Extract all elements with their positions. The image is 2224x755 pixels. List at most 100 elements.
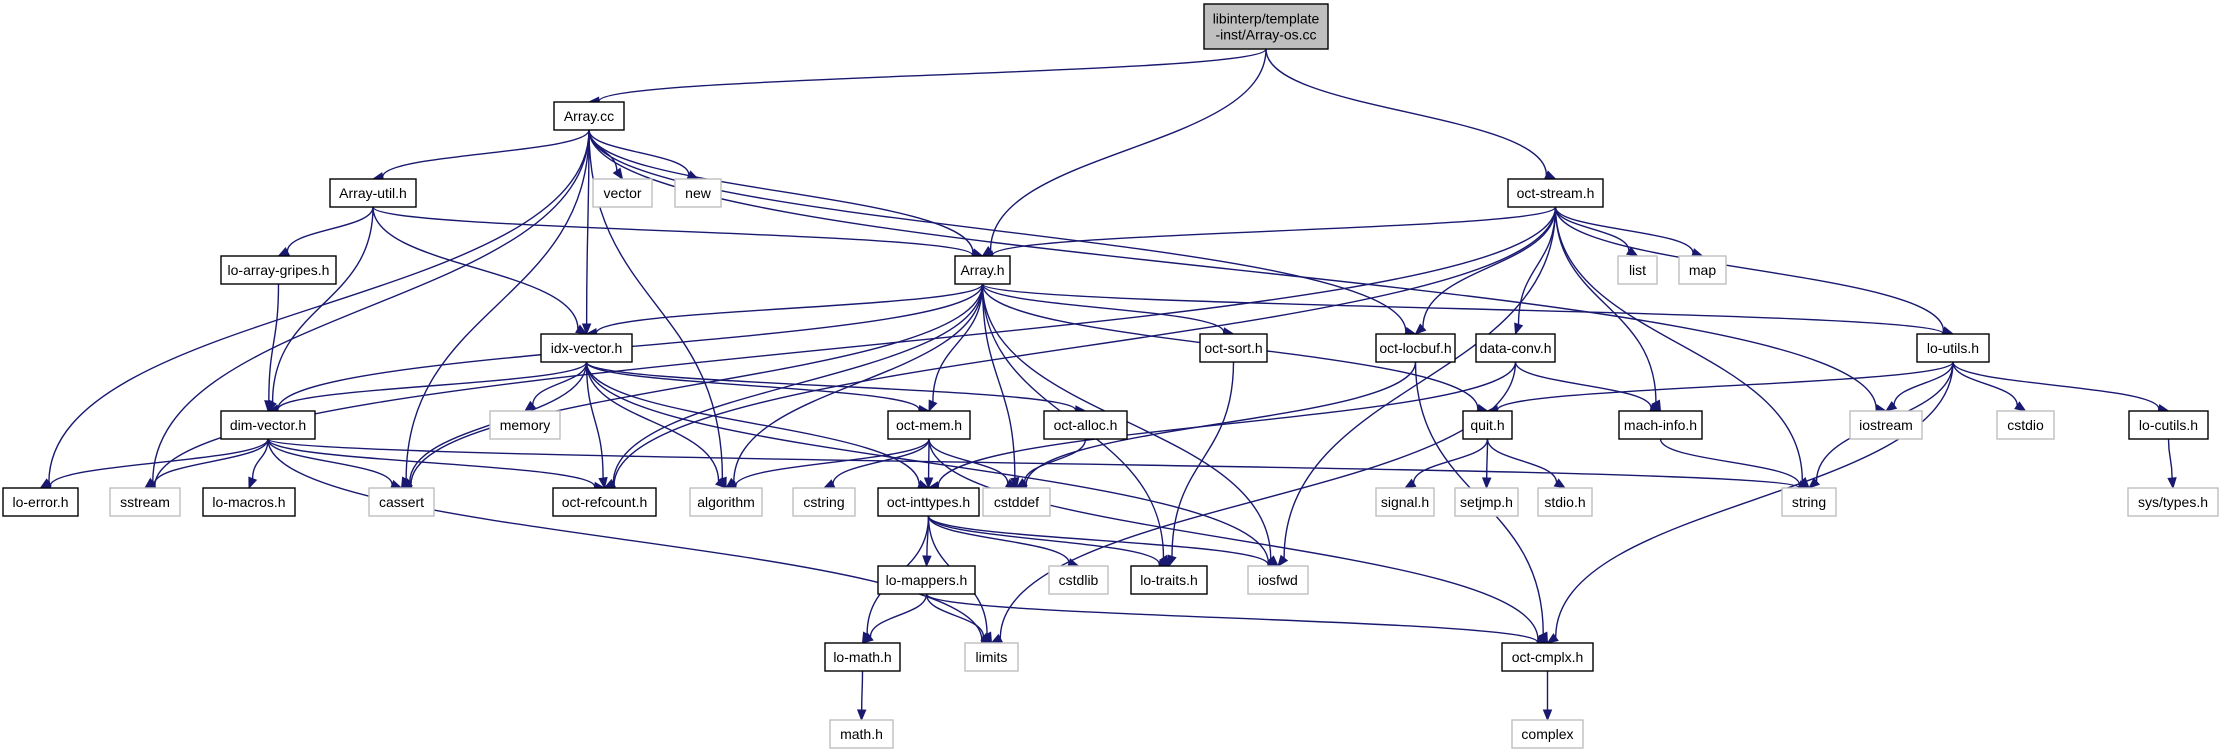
node-box[interactable] [220, 255, 337, 285]
node-box[interactable] [552, 487, 657, 517]
node-quit-h[interactable]: quit.h [1462, 410, 1513, 440]
node-cstdlib[interactable]: cstdlib [1048, 565, 1109, 595]
node-lo-macros-h[interactable]: lo-macros.h [202, 487, 296, 517]
node-box[interactable] [877, 565, 976, 595]
node-algorithm[interactable]: algorithm [689, 487, 763, 517]
node-box[interactable] [489, 410, 561, 440]
node-iosfwd[interactable]: iosfwd [1247, 565, 1309, 595]
node-box[interactable] [1507, 178, 1604, 208]
node-oct-cmplx-h[interactable]: oct-cmplx.h [1501, 642, 1594, 672]
edge-lo-math-h-to-math-h [861, 670, 864, 711]
node-box[interactable] [1199, 333, 1268, 363]
node-lo-math-h[interactable]: lo-math.h [824, 642, 901, 672]
node-box[interactable] [1501, 642, 1594, 672]
node-box[interactable] [1781, 487, 1837, 517]
edge-array-cc-to-sstream [152, 129, 590, 482]
node-box[interactable] [1130, 565, 1208, 595]
node-lo-error-h[interactable]: lo-error.h [2, 487, 79, 517]
node-signal-h[interactable]: signal.h [1375, 487, 1435, 517]
node-iostream[interactable]: iostream [1849, 410, 1923, 440]
node-map[interactable]: map [1678, 255, 1727, 285]
node-box[interactable] [1375, 487, 1435, 517]
node-box[interactable] [1454, 487, 1519, 517]
node-array-h[interactable]: Array.h [954, 255, 1011, 285]
node-complex[interactable]: complex [1511, 719, 1584, 749]
node-box[interactable] [1996, 410, 2055, 440]
node-box[interactable] [674, 178, 722, 208]
node-oct-mem-h[interactable]: oct-mem.h [887, 410, 971, 440]
node-setjmp-h[interactable]: setjmp.h [1454, 487, 1519, 517]
node-box[interactable] [1617, 255, 1658, 285]
node-oct-inttypes-h[interactable]: oct-inttypes.h [877, 487, 980, 517]
node-box[interactable] [1475, 333, 1556, 363]
node-box[interactable] [2, 487, 79, 517]
node-box[interactable] [1537, 487, 1593, 517]
node-new[interactable]: new [674, 178, 722, 208]
node-box[interactable] [1375, 333, 1456, 363]
node-box[interactable] [792, 487, 856, 517]
node-box[interactable] [964, 642, 1019, 672]
node-box[interactable] [1511, 719, 1584, 749]
node-list[interactable]: list [1617, 255, 1658, 285]
node-box[interactable] [982, 487, 1051, 517]
node-box[interactable] [1043, 410, 1128, 440]
node-box[interactable] [220, 410, 316, 440]
edge-dim-vector-h-to-cassert [267, 438, 393, 485]
node-idx-vector-h[interactable]: idx-vector.h [540, 333, 633, 363]
node-vector[interactable]: vector [592, 178, 653, 208]
node-cstddef[interactable]: cstddef [982, 487, 1051, 517]
node-limits[interactable]: limits [964, 642, 1019, 672]
node-oct-alloc-h[interactable]: oct-alloc.h [1043, 410, 1128, 440]
node-root[interactable]: libinterp/template-inst/Array-os.cc [1203, 3, 1329, 50]
node-box[interactable] [1618, 410, 1703, 440]
node-box[interactable] [553, 101, 625, 131]
node-box[interactable] [592, 178, 653, 208]
node-box[interactable] [689, 487, 763, 517]
node-box[interactable] [1247, 565, 1309, 595]
node-string[interactable]: string [1781, 487, 1837, 517]
node-box[interactable] [1048, 565, 1109, 595]
node-box[interactable] [1678, 255, 1727, 285]
node-oct-locbuf-h[interactable]: oct-locbuf.h [1375, 333, 1456, 363]
node-cstdio[interactable]: cstdio [1996, 410, 2055, 440]
node-sys-types-h[interactable]: sys/types.h [2127, 487, 2219, 517]
node-mach-info-h[interactable]: mach-info.h [1618, 410, 1703, 440]
node-oct-refcount-h[interactable]: oct-refcount.h [552, 487, 657, 517]
node-stdio-h[interactable]: stdio.h [1537, 487, 1593, 517]
node-box[interactable] [954, 255, 1011, 285]
edge-array-h-to-lo-utils-h [981, 283, 1944, 335]
node-lo-traits-h[interactable]: lo-traits.h [1130, 565, 1208, 595]
node-dim-vector-h[interactable]: dim-vector.h [220, 410, 316, 440]
node-box[interactable] [1849, 410, 1923, 440]
node-box[interactable] [1916, 333, 1990, 363]
node-box[interactable] [877, 487, 980, 517]
node-box[interactable] [1462, 410, 1513, 440]
node-cstring[interactable]: cstring [792, 487, 856, 517]
node-lo-array-gripes-h[interactable]: lo-array-gripes.h [220, 255, 337, 285]
node-box[interactable] [109, 487, 181, 517]
node-box[interactable] [2127, 487, 2219, 517]
node-box[interactable] [829, 719, 894, 749]
node-box[interactable] [368, 487, 435, 517]
node-box[interactable] [329, 178, 417, 208]
node-data-conv-h[interactable]: data-conv.h [1475, 333, 1556, 363]
node-box[interactable] [824, 642, 901, 672]
node-lo-mappers-h[interactable]: lo-mappers.h [877, 565, 976, 595]
node-array-util-h[interactable]: Array-util.h [329, 178, 417, 208]
node-lo-cutils-h[interactable]: lo-cutils.h [2128, 410, 2209, 440]
node-array-cc[interactable]: Array.cc [553, 101, 625, 131]
node-box[interactable] [540, 333, 633, 363]
node-cassert[interactable]: cassert [368, 487, 435, 517]
node-box[interactable] [887, 410, 971, 440]
node-sstream[interactable]: sstream [109, 487, 181, 517]
node-box[interactable] [202, 487, 296, 517]
node-oct-stream-h[interactable]: oct-stream.h [1507, 178, 1604, 208]
node-box[interactable] [1203, 3, 1329, 50]
node-math-h[interactable]: math.h [829, 719, 894, 749]
edge-data-conv-h-to-oct-inttypes-h [937, 361, 1517, 486]
node-memory[interactable]: memory [489, 410, 561, 440]
node-oct-sort-h[interactable]: oct-sort.h [1199, 333, 1268, 363]
node-lo-utils-h[interactable]: lo-utils.h [1916, 333, 1990, 363]
node-box[interactable] [2128, 410, 2209, 440]
arrowhead-oct-refcount-h [598, 476, 608, 490]
